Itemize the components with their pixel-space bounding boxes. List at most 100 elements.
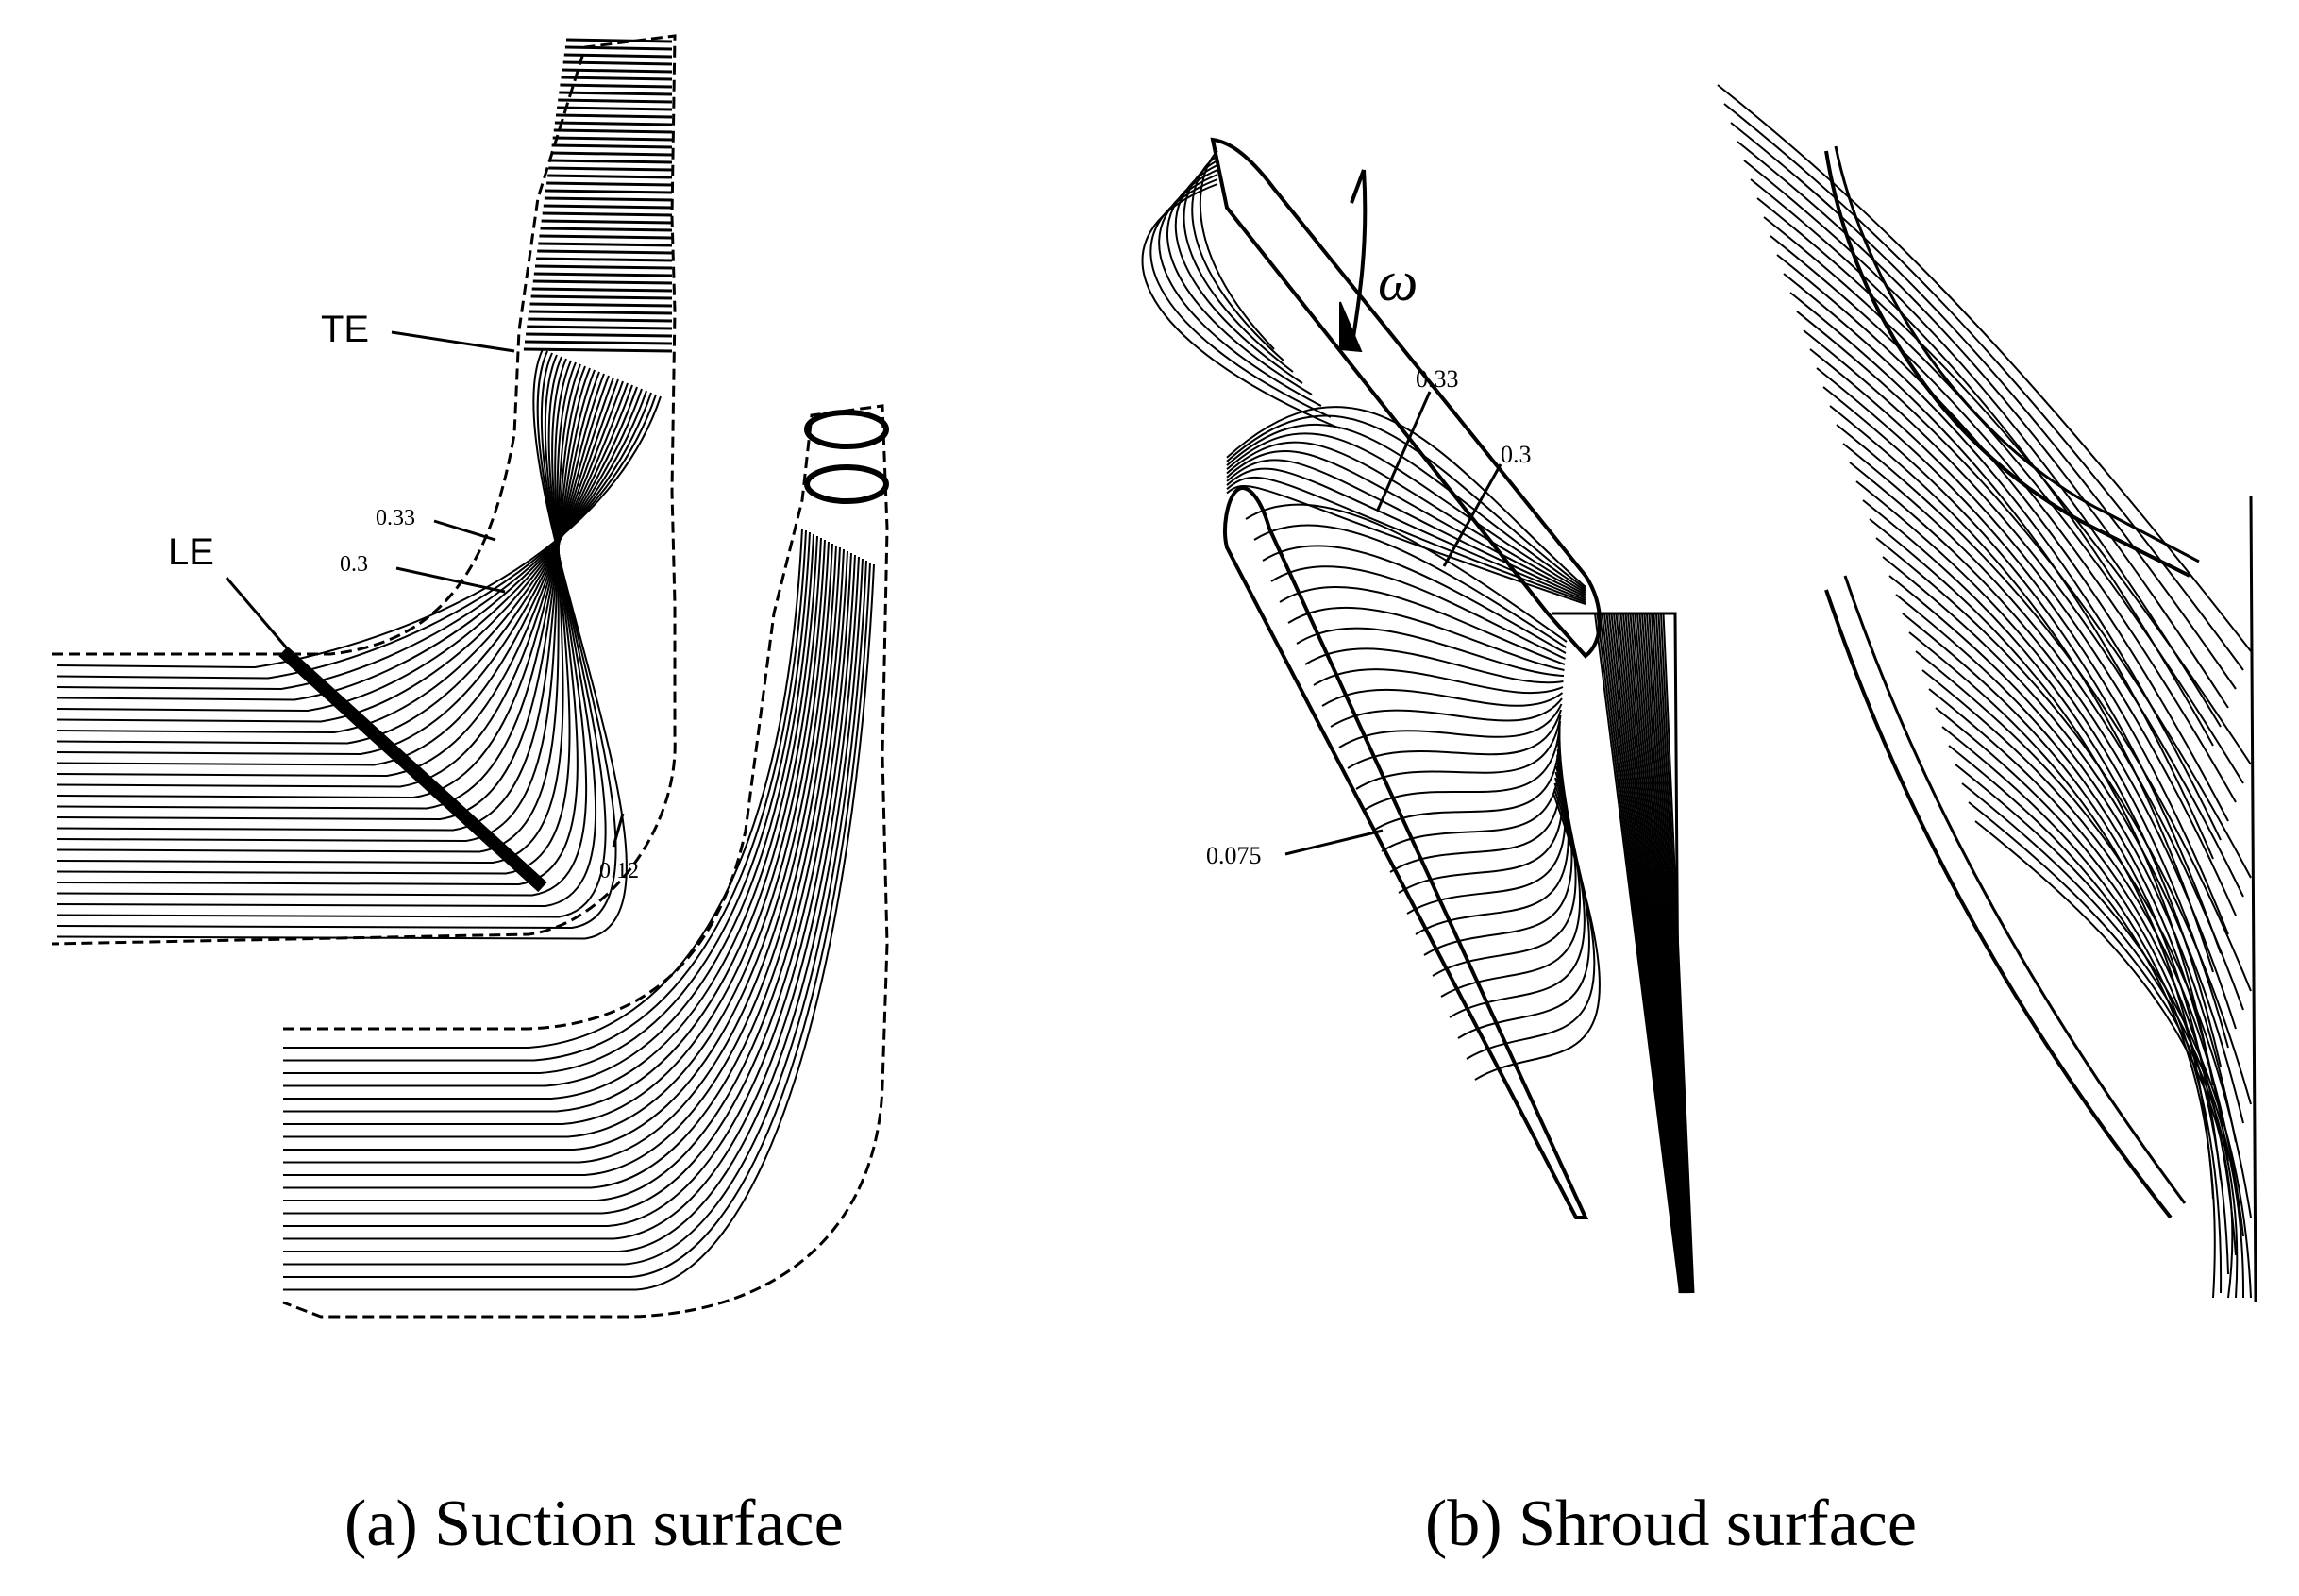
panel-a-hatch-line <box>555 113 673 119</box>
panel-a-lower-contour-line <box>283 543 833 1151</box>
panel-a-hatch-line <box>564 45 673 51</box>
panel-a-ring-upper <box>804 410 889 449</box>
panel-a-lower-contour-line <box>283 560 867 1266</box>
panel-a-contour-line <box>56 365 586 843</box>
panel-a-contour-line <box>56 371 600 810</box>
panel-a-hatch-line <box>547 174 673 179</box>
panel-b-streamline-view <box>1717 84 2257 1303</box>
panel-a-hatch-line <box>560 83 673 89</box>
panel-b2-streamline <box>1723 103 2244 671</box>
panel-a-contour-line <box>56 384 633 734</box>
panel-b-shroud-surface <box>1141 137 1695 1294</box>
rotation-arrow-tip-icon <box>1350 169 1366 204</box>
panel-a-contour-line <box>56 382 629 745</box>
panel-b2-streamline <box>1737 141 2229 709</box>
panel-b2-streamline <box>1961 782 2245 1299</box>
panel-b-loop-line <box>1226 414 1586 590</box>
panel-a-contour-line <box>56 360 572 875</box>
panel-b2-streamline <box>1763 216 2244 784</box>
panel-a-hatch-line <box>549 159 673 164</box>
panel-a-033-label: 0.33 <box>376 506 415 530</box>
panel-b2-streamline <box>1842 443 2244 1011</box>
panel-b2-lower-blade-curve-inner <box>1843 575 2187 1204</box>
panel-b-contour-line <box>1313 668 1564 695</box>
panel-a-lower-contour-line <box>283 562 871 1278</box>
panel-a-contour-line <box>56 375 610 788</box>
panel-a-hatch-line <box>539 234 673 240</box>
panel-b2-streamline <box>1921 669 2244 1237</box>
panel-b-loop-line <box>1226 485 1586 605</box>
panel-b-03-label: 0.3 <box>1501 441 1532 468</box>
panel-b-033-label: 0.33 <box>1416 365 1459 393</box>
caption-shroud-surface: (b) Shroud surface <box>1425 1487 1917 1560</box>
panel-a-03-label: 0.3 <box>340 552 368 577</box>
panel-a-03-leader <box>395 566 506 594</box>
panel-b2-streamline <box>1789 292 2214 860</box>
panel-a-lower-contour-line <box>283 539 826 1125</box>
panel-b-loop-line <box>1183 160 1294 373</box>
panel-a-hatch-line <box>550 151 673 157</box>
panel-a-contour-line <box>56 390 647 701</box>
panel-a-upper-contours <box>56 348 662 940</box>
panel-b-contour-line <box>1364 720 1561 811</box>
panel-a-hatch-line <box>545 189 673 194</box>
panel-a-hatch-line <box>527 325 673 330</box>
panel-b-contours <box>1245 503 1601 1081</box>
panel-b-contour-line <box>1423 760 1573 956</box>
panel-a-hatch-line <box>544 196 673 202</box>
panel-a-hatch-line <box>562 60 673 66</box>
panel-b2-lower-blade-curve <box>1824 589 2173 1219</box>
panel-a-hatch-line <box>543 204 673 210</box>
panel-b2-streamline <box>1743 160 2222 728</box>
panel-a-hatch-line <box>540 227 673 232</box>
panel-b-loop-line <box>1150 178 1332 418</box>
panel-a-hatch-line <box>554 121 673 126</box>
panel-b-033-leader <box>1376 391 1432 511</box>
panel-a-lower-contours <box>283 528 875 1291</box>
panel-a-contour-line <box>56 350 617 930</box>
rotation-arrow-icon <box>1350 169 1368 350</box>
panel-b-contour-line <box>1253 524 1568 648</box>
panel-a-contour-line <box>56 352 607 918</box>
panel-b2-streamline <box>1941 726 2223 1294</box>
panel-a-hatch-line <box>552 136 673 142</box>
panel-b-0075-label: 0.075 <box>1206 842 1262 869</box>
panel-b-outlet-hatching <box>1552 612 1695 1294</box>
panel-a-hatch-line <box>531 287 673 293</box>
panel-a-contour-line <box>56 369 596 821</box>
panel-b-contour-line <box>1270 565 1566 660</box>
panel-b-loop-line <box>1226 467 1586 601</box>
panel-a-ring-lower <box>804 464 889 504</box>
panel-a-lower-contour-line <box>283 550 848 1201</box>
panel-b-loop-line <box>1226 441 1586 596</box>
panel-b2-streamline <box>1803 329 2244 898</box>
panel-b-loop-line <box>1226 450 1586 597</box>
panel-b-lower-blade-band <box>1223 486 1589 1219</box>
panel-b-contour-line <box>1415 754 1569 935</box>
panel-b2-streamline <box>1869 518 2214 1086</box>
panel-a-lower-contour-line <box>283 541 830 1138</box>
panel-a-le-leader <box>225 577 290 650</box>
panel-b2-streamline <box>1717 84 2252 652</box>
panel-a-contour-line <box>56 356 588 897</box>
panel-b2-streamline <box>1915 650 2252 1218</box>
panel-a-hatch-line <box>538 242 673 247</box>
panel-a-contour-line <box>56 386 638 723</box>
panel-a-lower-blade-outline <box>282 404 889 1319</box>
panel-b2-streamline <box>1855 480 2229 1049</box>
panel-a-hatch-line <box>546 181 673 187</box>
panel-a-contour-line <box>56 361 577 865</box>
panel-b2-streamline <box>1888 575 2237 1143</box>
panel-a-suction-surface <box>51 34 889 1319</box>
panel-b2-streamline <box>1816 367 2229 935</box>
panel-b-upper-blade-band <box>1210 137 1602 659</box>
panel-a-outlet-hatching <box>523 38 673 353</box>
panel-a-012-leader <box>612 813 625 848</box>
panel-a-hatch-line <box>551 143 673 149</box>
panel-a-lower-contour-line <box>283 537 822 1113</box>
panel-a-lower-contour-line <box>283 554 856 1227</box>
panel-a-hatch-line <box>541 219 673 225</box>
panel-a-hatch-line <box>559 91 673 96</box>
